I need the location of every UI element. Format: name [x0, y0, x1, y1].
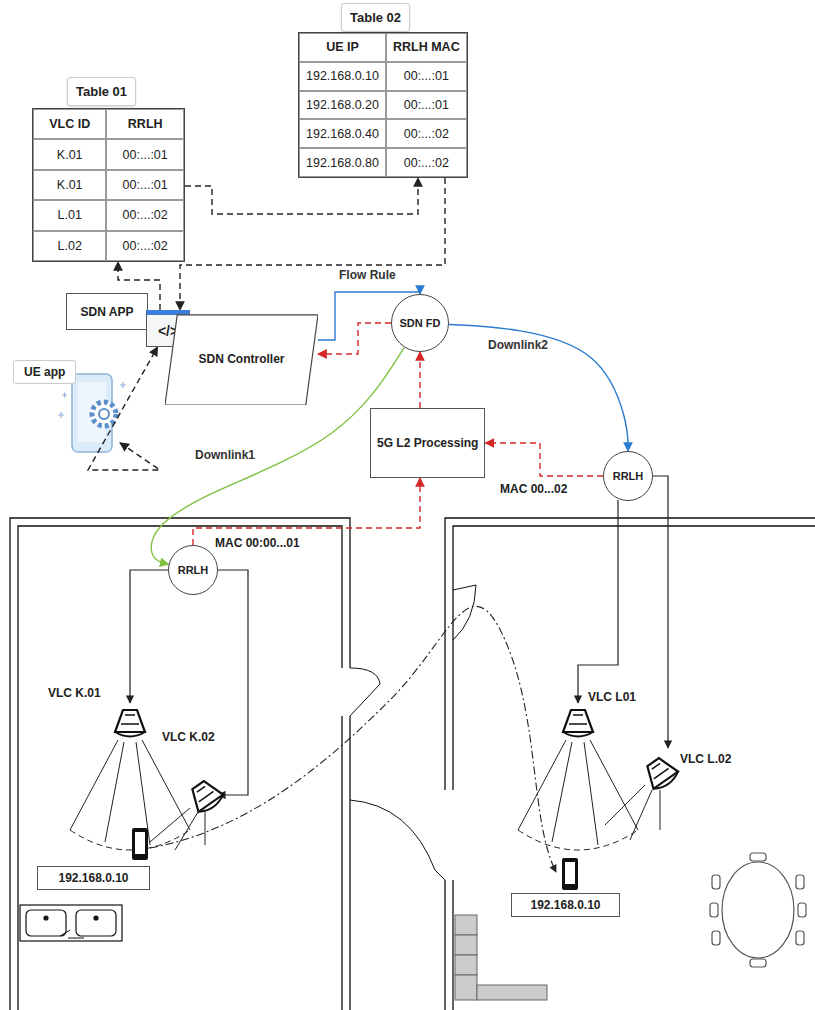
node-text: SDN Controller: [198, 352, 284, 366]
ip-address-box: 192.168.0.10: [511, 893, 620, 917]
connector-label: Downlink2: [486, 338, 550, 352]
table-cell: 00:...:01: [106, 170, 184, 200]
lamp-label: VLC K.01: [46, 686, 103, 700]
table-cell: 192.168.0.10: [299, 62, 386, 91]
ip-address-box: 192.168.0.10: [37, 866, 150, 890]
node-text: RRLH: [613, 470, 644, 482]
table-cell: 00:...:01: [386, 62, 467, 91]
lamp-label: VLC L.02: [678, 752, 733, 766]
lookup-table: Table 01VLC IDRRLHK.0100:...:01K.0100:..…: [32, 108, 185, 262]
table-cell: 00:...:02: [106, 200, 184, 230]
table-cell: K.01: [33, 139, 106, 169]
connector-arrow: [419, 352, 420, 408]
table-cell: VLC ID: [33, 109, 106, 139]
node-text: RRLH: [178, 564, 209, 576]
light-cones: [70, 740, 660, 850]
ue-app-phone-icon: [58, 374, 126, 452]
connector-arrow: [193, 478, 420, 545]
lamp-label: VLC K.02: [160, 730, 217, 744]
ue-phones: [132, 828, 578, 890]
node-text: SDN FD: [400, 317, 441, 329]
table-grid: UE IPRRLH MAC192.168.0.1000:...:01192.16…: [299, 33, 467, 177]
app-label-box: SDN APP: [66, 293, 148, 330]
room-walls: [10, 518, 815, 1010]
table-cell: 192.168.0.20: [299, 91, 386, 120]
rrlh-circle: RRLH: [603, 451, 653, 501]
table-cell: L.02: [33, 231, 106, 261]
table-cell: RRLH: [106, 109, 184, 139]
lamp-label: VLC L01: [586, 690, 638, 704]
shelves: [455, 915, 547, 1000]
node-text: 192.168.0.10: [530, 898, 600, 912]
mac-address-label: MAC 00...02: [498, 482, 569, 496]
rrlh-wires: [130, 476, 668, 795]
sink: [20, 905, 122, 941]
connector-label: Downlink1: [193, 448, 257, 462]
table-cell: L.01: [33, 200, 106, 230]
table-cell: K.01: [33, 170, 106, 200]
rrlh-circle: RRLH: [168, 545, 218, 595]
table-cell: 192.168.0.80: [299, 148, 386, 177]
table-grid: VLC IDRRLHK.0100:...:01K.0100:...:01L.01…: [33, 109, 184, 261]
table-title: Table 02: [341, 3, 410, 32]
vlc-lamps: [115, 710, 681, 815]
table-cell: 192.168.0.40: [299, 119, 386, 148]
node-text: SDN APP: [81, 305, 134, 319]
mac-address-label: MAC 00:00...01: [213, 536, 302, 550]
user-movement-path: [150, 606, 556, 872]
connector-arrow: [485, 443, 603, 476]
table-cell: 00:...:02: [386, 119, 467, 148]
table-cell: 00:...:01: [106, 139, 184, 169]
app-label: UE app: [13, 360, 76, 384]
lookup-table: Table 02UE IPRRLH MAC192.168.0.1000:...:…: [298, 32, 468, 178]
connector-arrow: [180, 178, 445, 310]
table-cell: 00:...:02: [106, 231, 184, 261]
table-cell: UE IP: [299, 33, 386, 62]
connector-arrow: [88, 347, 160, 470]
node-text: 5G L2 Processing: [377, 436, 478, 450]
process-box: 5G L2 Processing: [370, 408, 485, 478]
connector-arrow: [318, 323, 391, 354]
forwarding-device-circle: SDN FD: [391, 294, 449, 352]
table-cell: 00:...:02: [386, 148, 467, 177]
meeting-table: [710, 853, 806, 967]
table-title: Table 01: [67, 77, 136, 106]
table-cell: 00:...:01: [386, 91, 467, 120]
ue-app: UE app: [13, 358, 120, 455]
connector-label: Flow Rule: [337, 268, 398, 282]
connector-arrow: [185, 178, 418, 214]
node-text: 192.168.0.10: [58, 871, 128, 885]
controller-parallelogram: SDN Controller: [165, 312, 318, 405]
table-cell: RRLH MAC: [386, 33, 467, 62]
